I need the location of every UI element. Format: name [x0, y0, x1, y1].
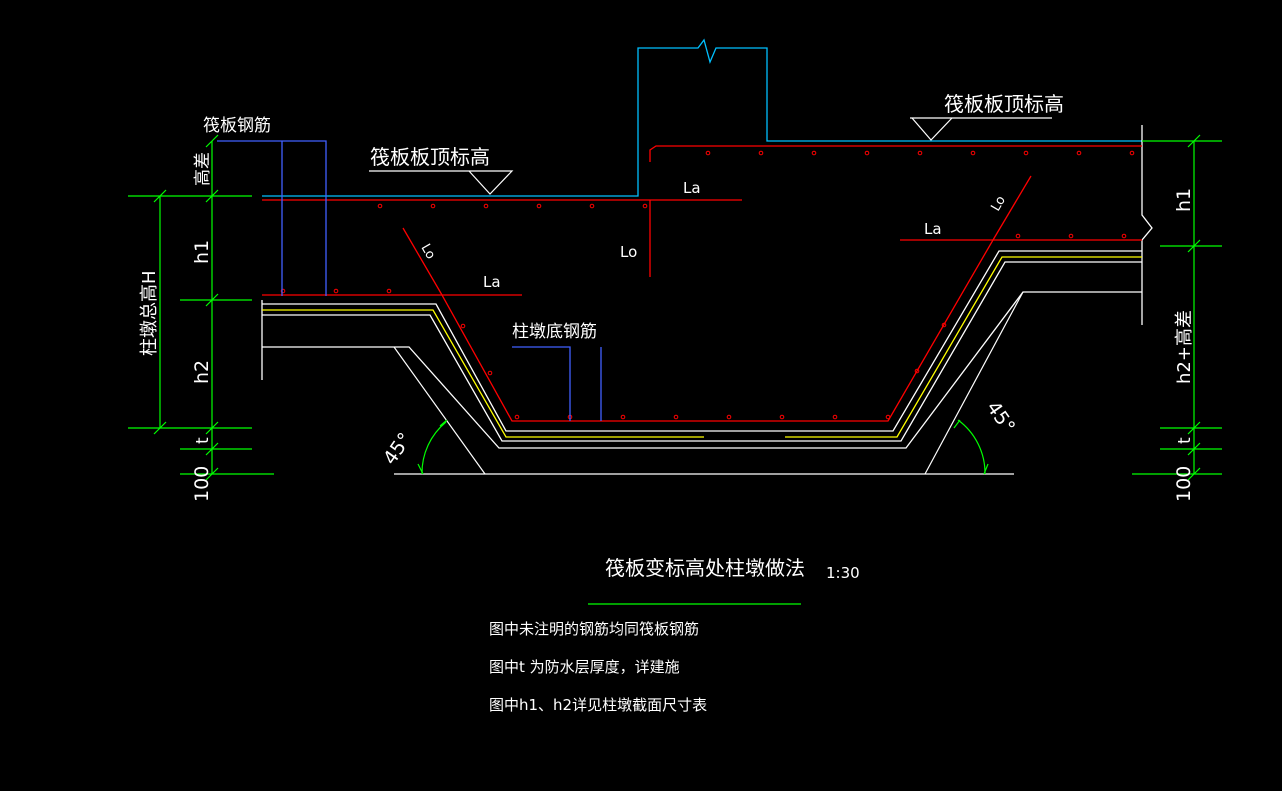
- dim-height-diff-left: 高差: [193, 152, 213, 186]
- raft-rebar-label: 筏板钢筋: [203, 116, 271, 136]
- waterproof-layer: [262, 256, 1142, 438]
- angle-label-left: 45°: [379, 429, 416, 469]
- pier-bottom-rebar-label: 柱墩底钢筋: [512, 322, 597, 342]
- dim-100-left: 100: [191, 466, 213, 502]
- note-line-1: 图中未注明的钢筋均同筏板钢筋: [489, 620, 700, 638]
- raft-top-elev-label-right: 筏板板顶标高: [944, 92, 1064, 116]
- leader-lines: [217, 140, 602, 421]
- dimension-lines-right: [1132, 134, 1222, 481]
- dim-t-left: t: [193, 437, 213, 444]
- rebar-dots: [280, 150, 1135, 420]
- anchorage-la-right: La: [924, 220, 942, 238]
- angle-arcs: [417, 419, 989, 475]
- dim-h2-plus-diff-right: h2+高差: [1174, 310, 1195, 384]
- cushion-slope-lines: [393, 291, 1024, 475]
- dim-100-right: 100: [1173, 466, 1195, 502]
- dimension-lines-left: [128, 134, 274, 481]
- note-line-2: 图中t 为防水层厚度，详建施: [489, 658, 680, 676]
- drawing-title: 筏板变标高处柱墩做法: [605, 556, 805, 580]
- rebar-lines: [262, 145, 1142, 422]
- dim-total-height-left: 柱墩总高H: [139, 270, 160, 356]
- dim-h1-right: h1: [1173, 188, 1195, 212]
- dim-t-right: t: [1175, 437, 1195, 444]
- elevation-markers: [369, 117, 1052, 195]
- note-line-3: 图中h1、h2详见柱墩截面尺寸表: [489, 696, 708, 714]
- drawing-scale: 1:30: [826, 564, 860, 582]
- anchorage-lo-right-slope: Lo: [988, 193, 1008, 214]
- anchorage-la-left: La: [483, 273, 501, 291]
- pier-concrete-outline: [261, 125, 1153, 449]
- column-outline: [262, 38, 1142, 197]
- anchorage-lo-left-slope: Lo: [418, 242, 438, 263]
- angle-label-right: 45°: [982, 397, 1019, 437]
- anchorage-lo-column: Lo: [620, 243, 637, 261]
- dim-h2-left: h2: [191, 360, 213, 384]
- anchorage-la-upper: La: [683, 179, 701, 197]
- raft-top-elev-label-left: 筏板板顶标高: [370, 145, 490, 169]
- dim-h1-left: h1: [191, 240, 213, 264]
